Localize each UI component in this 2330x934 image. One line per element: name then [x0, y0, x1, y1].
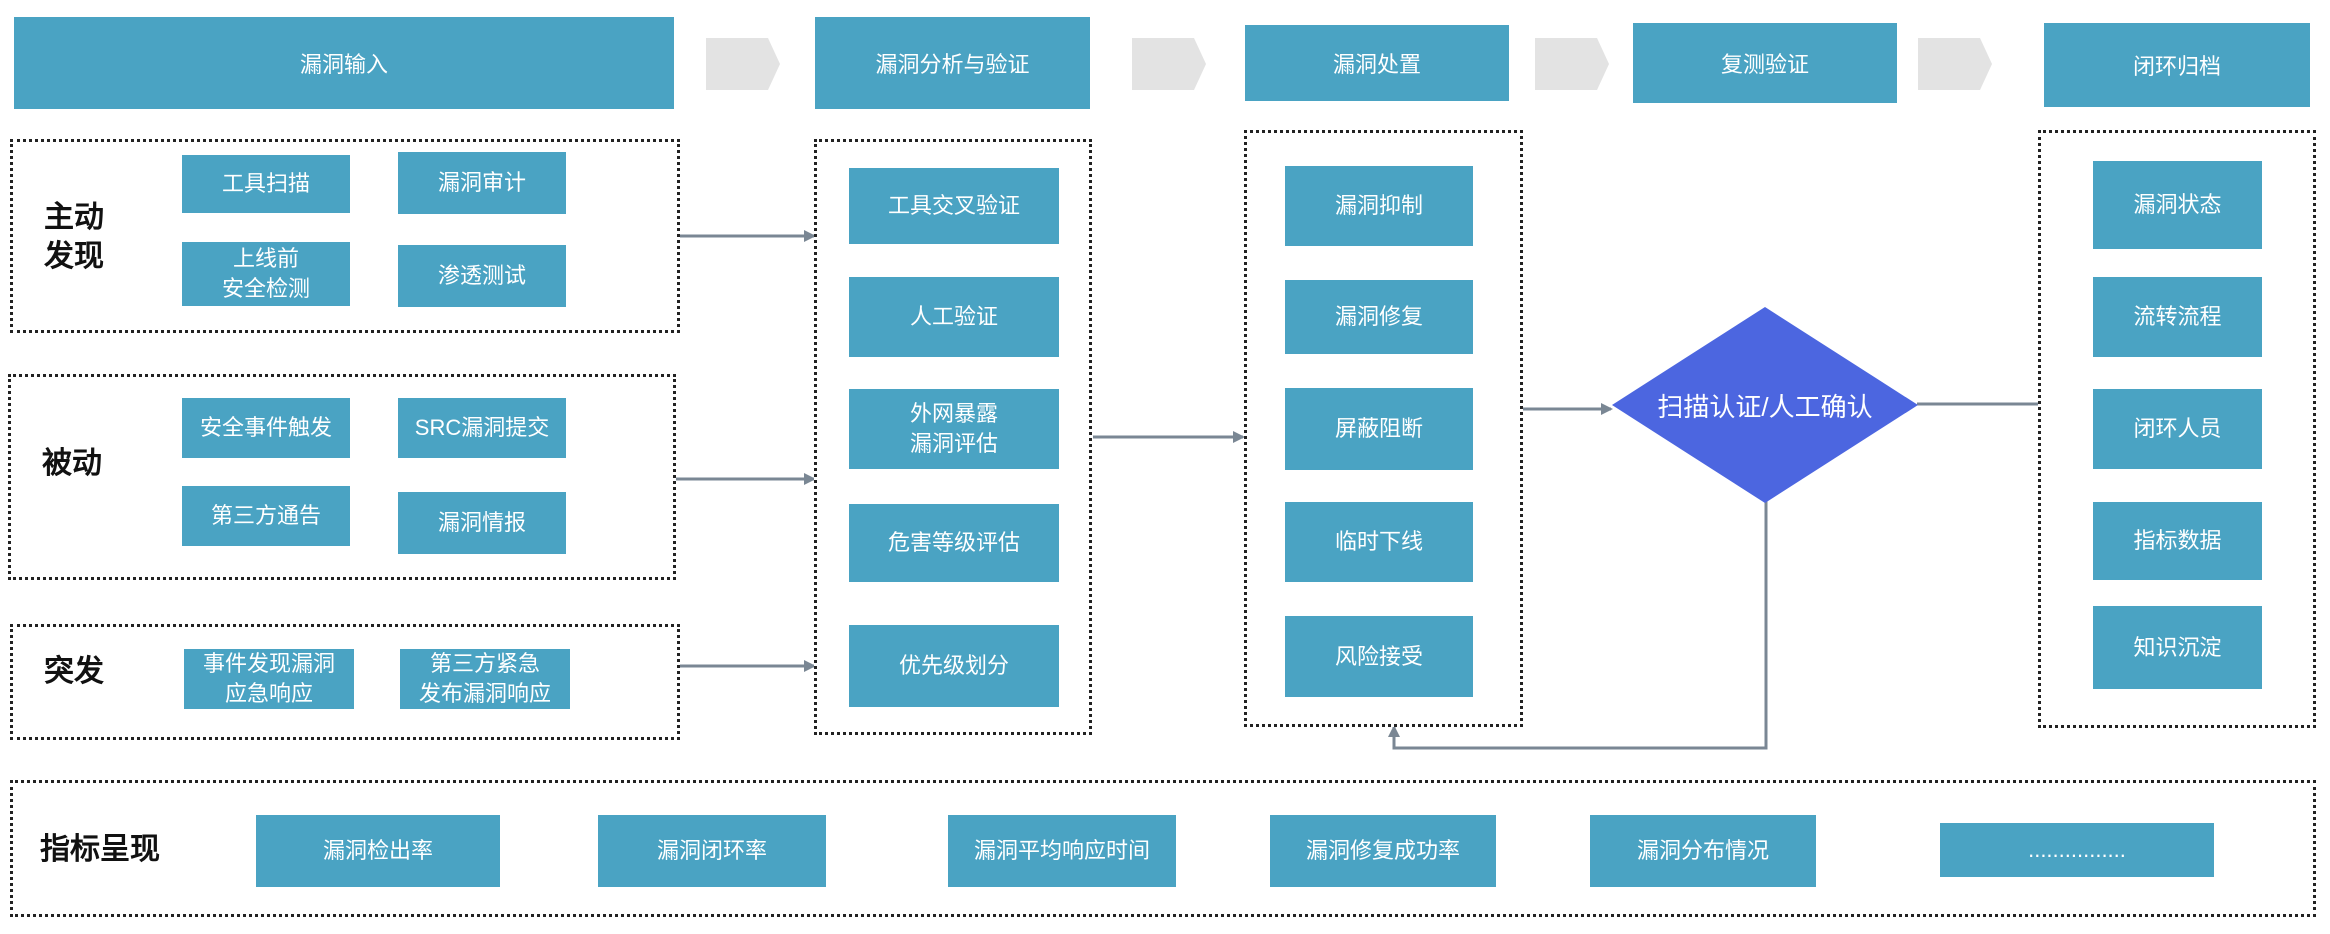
chevron-arrow-icon	[1132, 38, 1206, 90]
item-pre-launch-check: 上线前 安全检测	[182, 242, 350, 306]
item-third-party-notice: 第三方通告	[182, 486, 350, 546]
item-vuln-status: 漏洞状态	[2093, 161, 2262, 249]
item-accept-risk: 风险接受	[1285, 616, 1473, 697]
item-block: 屏蔽阻断	[1285, 388, 1473, 470]
arrow-decision-loop-back	[1388, 500, 1768, 750]
item-exposure-assess: 外网暴露 漏洞评估	[849, 389, 1059, 469]
decision-diamond	[1612, 307, 1918, 503]
stage-header-archive: 闭环归档	[2044, 23, 2310, 107]
item-pentest: 渗透测试	[398, 245, 566, 307]
item-knowledge: 知识沉淀	[2093, 606, 2262, 689]
item-src-submit: SRC漏洞提交	[398, 398, 566, 458]
stage-header-retest: 复测验证	[1633, 23, 1897, 103]
item-priority: 优先级划分	[849, 625, 1059, 707]
stage-header-input: 漏洞输入	[14, 17, 674, 109]
chevron-arrow-icon	[706, 38, 780, 90]
group-label-passive: 被动	[42, 447, 102, 480]
item-flow: 流转流程	[2093, 277, 2262, 357]
item-incident-emergency: 事件发现漏洞 应急响应	[184, 649, 354, 709]
item-tool-cross-verify: 工具交叉验证	[849, 168, 1059, 244]
item-offline: 临时下线	[1285, 502, 1473, 582]
group-label-active: 主动 发现	[44, 201, 104, 273]
item-severity-assess: 危害等级评估	[849, 504, 1059, 582]
item-suppress: 漏洞抑制	[1285, 166, 1473, 246]
item-metrics-data: 指标数据	[2093, 502, 2262, 580]
group-label-sudden: 突发	[44, 655, 104, 688]
item-owner: 闭环人员	[2093, 389, 2262, 469]
item-vuln-audit: 漏洞审计	[398, 152, 566, 214]
stage-header-analysis: 漏洞分析与验证	[815, 17, 1090, 109]
metric-distribution: 漏洞分布情况	[1590, 815, 1816, 887]
metric-more: ................	[1940, 823, 2214, 877]
metric-detection-rate: 漏洞检出率	[256, 815, 500, 887]
item-vuln-intel: 漏洞情报	[398, 492, 566, 554]
item-security-event: 安全事件触发	[182, 398, 350, 458]
stage-header-disposal: 漏洞处置	[1245, 25, 1509, 101]
item-manual-verify: 人工验证	[849, 277, 1059, 357]
item-tool-scan: 工具扫描	[182, 155, 350, 213]
metrics-label: 指标呈现	[40, 833, 160, 866]
metric-closure-rate: 漏洞闭环率	[598, 815, 826, 887]
chevron-arrow-icon	[1918, 38, 1992, 90]
item-fix: 漏洞修复	[1285, 280, 1473, 354]
metric-fix-success: 漏洞修复成功率	[1270, 815, 1496, 887]
item-third-party-urgent: 第三方紧急 发布漏洞响应	[400, 649, 570, 709]
chevron-arrow-icon	[1535, 38, 1609, 90]
metric-avg-response: 漏洞平均响应时间	[948, 815, 1176, 887]
decision-label: 扫描认证/人工确认	[1657, 391, 1873, 422]
